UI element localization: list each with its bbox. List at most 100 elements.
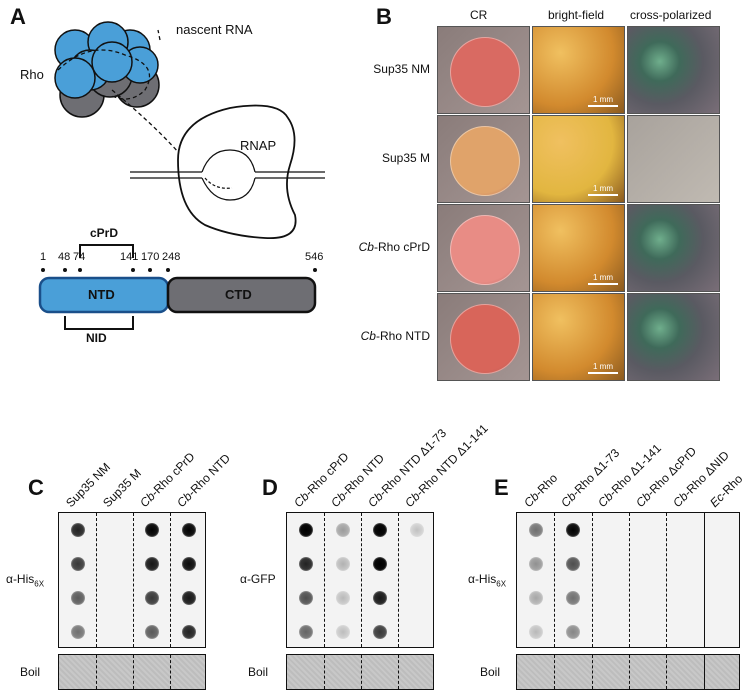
blot-dot: [335, 523, 350, 537]
blot-dot: [566, 557, 580, 571]
blot-dot: [144, 557, 159, 571]
blot-dot: [528, 557, 543, 571]
scale-bar: 1 mm: [588, 184, 618, 196]
lane-divider: [170, 513, 171, 647]
lane-divider: [554, 513, 556, 647]
antibody-subscript: 6X: [496, 579, 507, 589]
blot-dot: [298, 625, 313, 639]
scale-bar: 1 mm: [588, 362, 618, 374]
residue-546: 546: [305, 251, 324, 263]
blot-dot: [566, 523, 580, 537]
blot-dot: [566, 625, 580, 639]
residue-48: 48: [58, 251, 71, 263]
lane-divider: [591, 655, 593, 689]
label-text: -Rho NTD Δ1-73: [375, 426, 449, 500]
lane-divider: [629, 655, 630, 689]
antibody-subscript: 6X: [34, 579, 45, 589]
nascent-rna-path: [57, 49, 151, 100]
panel-b-letter: B: [376, 4, 392, 29]
crosspolarized-photo: [627, 26, 720, 114]
lane-divider: [324, 513, 325, 647]
panel-c-letter: C: [28, 475, 44, 500]
panel-b-row-label: Cb-Rho cPrD: [310, 240, 430, 254]
blot-dot: [70, 523, 85, 537]
blot-dot: [335, 625, 350, 639]
blot-dot: [70, 591, 85, 605]
cr-spot: [450, 37, 520, 107]
antibody-label: α-His6X: [6, 572, 44, 588]
blot-dot: [144, 523, 159, 537]
panel-d-letter: D: [262, 475, 278, 500]
species-prefix: Cb: [358, 240, 374, 254]
scale-bar-line: [588, 105, 618, 107]
scale-bar-line: [588, 194, 618, 196]
lane-divider: [666, 655, 668, 689]
scale-bar: 1 mm: [588, 273, 618, 285]
nascent-rna-label: nascent RNA: [176, 22, 253, 37]
lane-divider: [629, 513, 630, 647]
antibody-label: α-His6X: [468, 572, 506, 588]
col-header-brightfield: bright-field: [548, 8, 605, 22]
cprd-bracket: [79, 244, 134, 258]
blot-dot: [298, 591, 313, 605]
panel-a-diagram: [38, 21, 325, 330]
brightfield-photo: 1 mm: [532, 26, 625, 114]
species-prefix: Cb: [360, 329, 376, 343]
blot-dot: [181, 557, 196, 571]
cprd-label: cPrD: [90, 226, 119, 240]
scale-bar-label: 1 mm: [593, 184, 613, 193]
brightfield-photo: 1 mm: [532, 204, 625, 292]
residue-74: 74: [73, 251, 86, 263]
lane-divider: [703, 655, 705, 689]
blot-dot: [528, 625, 543, 639]
lane-divider: [703, 513, 705, 647]
label-text: -Rho NTD: [375, 329, 430, 343]
antibody-text: α-His: [6, 572, 35, 586]
lane-divider: [666, 513, 668, 647]
cr-photo: [437, 204, 530, 292]
label-text: -Rho cPrD: [373, 240, 430, 254]
brightfield-photo: 1 mm: [532, 115, 625, 203]
residue-170: 170: [141, 251, 160, 263]
col-header-cr: CR: [470, 8, 488, 22]
blot-dot: [181, 591, 196, 605]
boil-label: Boil: [480, 665, 501, 679]
residue-141: 141: [120, 251, 139, 263]
scale-bar-label: 1 mm: [593, 95, 613, 104]
rnap-label: RNAP: [240, 138, 277, 153]
boil-label: Boil: [248, 665, 269, 679]
panel-b-row-label: Cb-Rho NTD: [310, 329, 430, 343]
scale-bar-line: [588, 283, 618, 285]
boil-control-strip: [58, 654, 206, 690]
cr-photo: [437, 26, 530, 114]
blot-dot: [372, 625, 387, 639]
col-header-crosspolarized: cross-polarized: [630, 8, 712, 22]
blot-dot: [409, 523, 424, 537]
ctd-domain: [166, 276, 317, 314]
blot-dot: [181, 523, 196, 537]
lane-divider: [398, 655, 399, 689]
blot-dot: [566, 591, 580, 605]
dot-blot-membrane: [286, 512, 434, 648]
blot-dot: [298, 557, 313, 571]
lane-divider: [324, 655, 325, 689]
lane-divider: [133, 655, 134, 689]
cr-spot: [450, 126, 520, 196]
dot-blot-membrane: [58, 512, 206, 648]
scale-bar-label: 1 mm: [593, 362, 613, 371]
lane-divider: [554, 655, 556, 689]
blot-dot: [335, 557, 350, 571]
lane-label: Cb-Rho: [521, 471, 560, 510]
cr-photo: [437, 115, 530, 203]
antibody-label: α-GFP: [240, 572, 276, 586]
blot-dot: [144, 591, 159, 605]
lane-divider: [361, 655, 362, 689]
cr-photo: [437, 293, 530, 381]
blot-dot: [70, 625, 85, 639]
rnap-outline: [177, 104, 297, 239]
residue-1: 1: [40, 251, 47, 263]
boil-control-strip: [516, 654, 740, 690]
residue-ticks: [41, 268, 317, 272]
antibody-text: α-GFP: [240, 572, 276, 586]
dot-blot-membrane: [516, 512, 740, 648]
